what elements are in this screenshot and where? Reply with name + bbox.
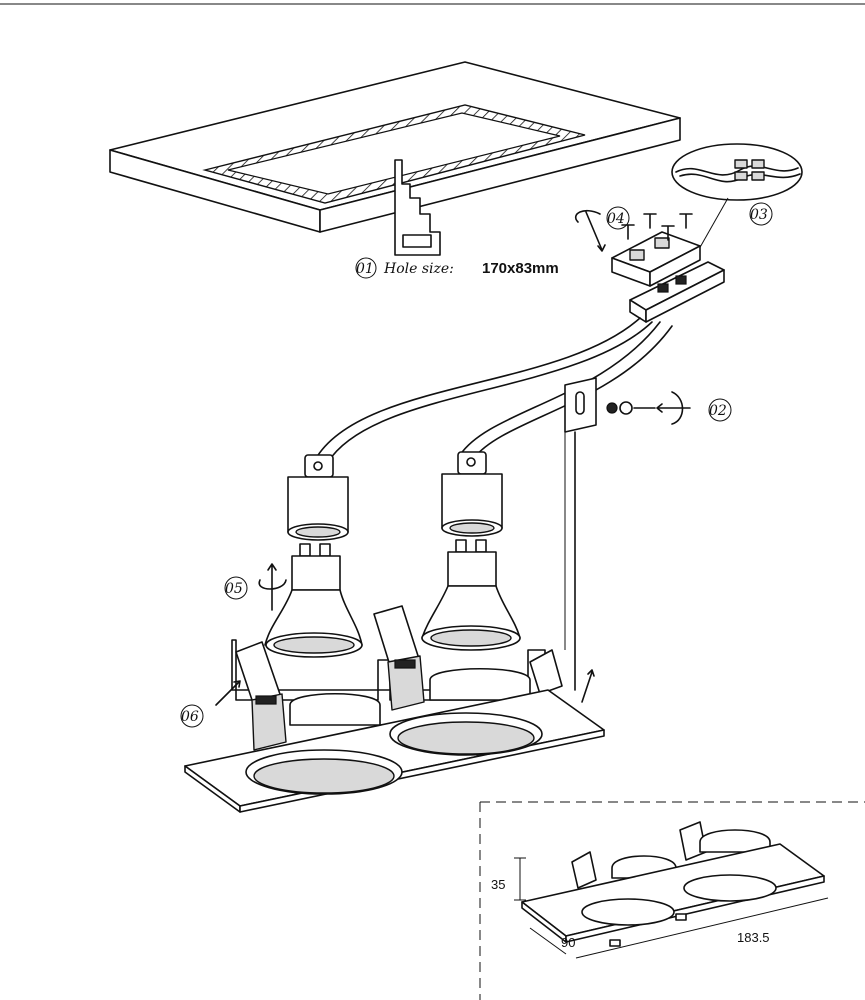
hole-size-value: 170x83mm	[482, 260, 559, 277]
rotate-arrow-icon-3	[258, 579, 287, 590]
terminal-block	[611, 231, 701, 287]
hole-size-caption: Hole size:	[383, 261, 454, 277]
dimension-height: 35	[491, 877, 505, 892]
step-06-number: 06	[181, 709, 199, 725]
mounting-bracket	[564, 377, 597, 691]
step-04-arrow	[585, 211, 606, 252]
rotate-arrow-icon-2	[671, 391, 684, 425]
step-02-arrow	[656, 403, 691, 413]
lamp-holder-left	[287, 454, 349, 541]
gu10-lamp-right	[421, 539, 521, 651]
lamp-holder-right	[441, 451, 503, 537]
junction-box	[629, 261, 725, 323]
hole-profile	[394, 159, 441, 256]
bracket-screw	[606, 401, 656, 415]
step-03-number: 03	[750, 207, 768, 223]
cables	[314, 317, 673, 463]
step-05-arrow	[267, 563, 277, 611]
step-06-arrow	[215, 680, 241, 706]
step-02-label: 02	[656, 391, 732, 425]
step-01-number: 01	[356, 261, 374, 277]
step-05-number: 05	[225, 581, 243, 597]
step-05-label: 05	[224, 563, 287, 611]
screws	[621, 213, 693, 241]
downlight-frame	[184, 605, 605, 813]
dimension-length: 183.5	[737, 930, 770, 945]
step-06-label: 06	[180, 669, 595, 728]
step-04-number: 04	[607, 211, 625, 227]
step-04-label: 04	[575, 206, 630, 252]
rotate-arrow-icon	[575, 209, 601, 223]
dimension-width: 90	[561, 935, 575, 950]
step-02-number: 02	[709, 403, 727, 419]
gu10-lamp-left	[264, 543, 363, 658]
step-03-label: 03	[749, 202, 773, 226]
step-01-label: 01 Hole size: 170x83mm	[355, 257, 559, 279]
connector-detail-bubble	[671, 143, 803, 266]
dimension-inset	[479, 801, 865, 1000]
bracket-arrow	[581, 669, 595, 703]
